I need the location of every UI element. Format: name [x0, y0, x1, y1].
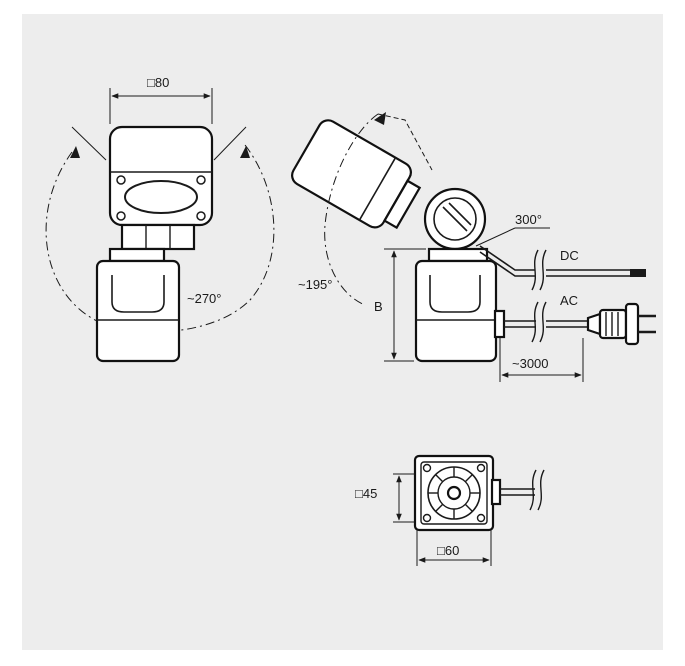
plug-strain-relief	[586, 312, 602, 336]
base-block	[95, 259, 181, 363]
head-housing	[108, 125, 214, 227]
tilt-guide	[377, 113, 433, 171]
side-base-recess	[429, 275, 481, 313]
bottom-screw	[422, 463, 432, 473]
label-300-degrees: 300°	[515, 212, 542, 227]
label-length-3000: ~3000	[512, 356, 549, 371]
cable-break	[537, 469, 545, 511]
cable-break	[539, 301, 547, 343]
label-ac: AC	[560, 293, 578, 308]
screw	[116, 211, 126, 221]
screw	[196, 175, 206, 185]
leader-300	[475, 227, 516, 247]
bottom-screw	[476, 513, 486, 523]
label-square-80: □80	[147, 75, 169, 90]
neck	[120, 223, 196, 251]
arc-arrow-right	[240, 146, 250, 158]
rotation-arc-195	[324, 113, 379, 306]
dc-cable-tip	[630, 269, 646, 277]
pivot-disk-inner	[433, 197, 477, 241]
rotation-limit-left	[71, 126, 107, 161]
cable-break	[531, 249, 539, 291]
label-270-degrees: ~270°	[187, 291, 221, 306]
center-terminal	[446, 485, 462, 501]
front-view	[45, 88, 275, 363]
bottom-cable-gland	[490, 478, 502, 506]
label-dimension-b: B	[374, 299, 383, 314]
base-recess	[111, 275, 165, 313]
side-collar	[427, 247, 489, 263]
side-base-block	[414, 259, 498, 363]
plug-body	[598, 308, 628, 340]
screw	[116, 175, 126, 185]
terminal-segments	[428, 467, 480, 519]
cable-break	[531, 301, 539, 343]
dc-cable-a	[479, 251, 535, 277]
housing-window	[124, 180, 198, 214]
cable-gland	[493, 309, 506, 339]
label-dc: DC	[560, 248, 579, 263]
cable-break	[529, 469, 537, 511]
arc-arrow-left	[70, 146, 80, 158]
arc-arrow-top	[374, 112, 386, 125]
tilted-head	[291, 119, 422, 230]
label-square-45: □45	[355, 486, 377, 501]
collar	[108, 247, 166, 263]
pivot-slot	[442, 206, 468, 232]
side-view	[291, 112, 656, 382]
label-square-60: □60	[437, 543, 459, 558]
plug-face	[624, 302, 640, 346]
bottom-view	[393, 454, 545, 566]
bottom-screw	[476, 463, 486, 473]
dc-cable-b	[479, 245, 535, 271]
screw	[196, 211, 206, 221]
rotation-limit-right	[213, 126, 247, 161]
bottom-screw	[422, 513, 432, 523]
cable-break	[539, 249, 547, 291]
bottom-inner-frame	[420, 461, 488, 525]
pivot-slot	[448, 202, 472, 226]
label-195-degrees: ~195°	[298, 277, 332, 292]
